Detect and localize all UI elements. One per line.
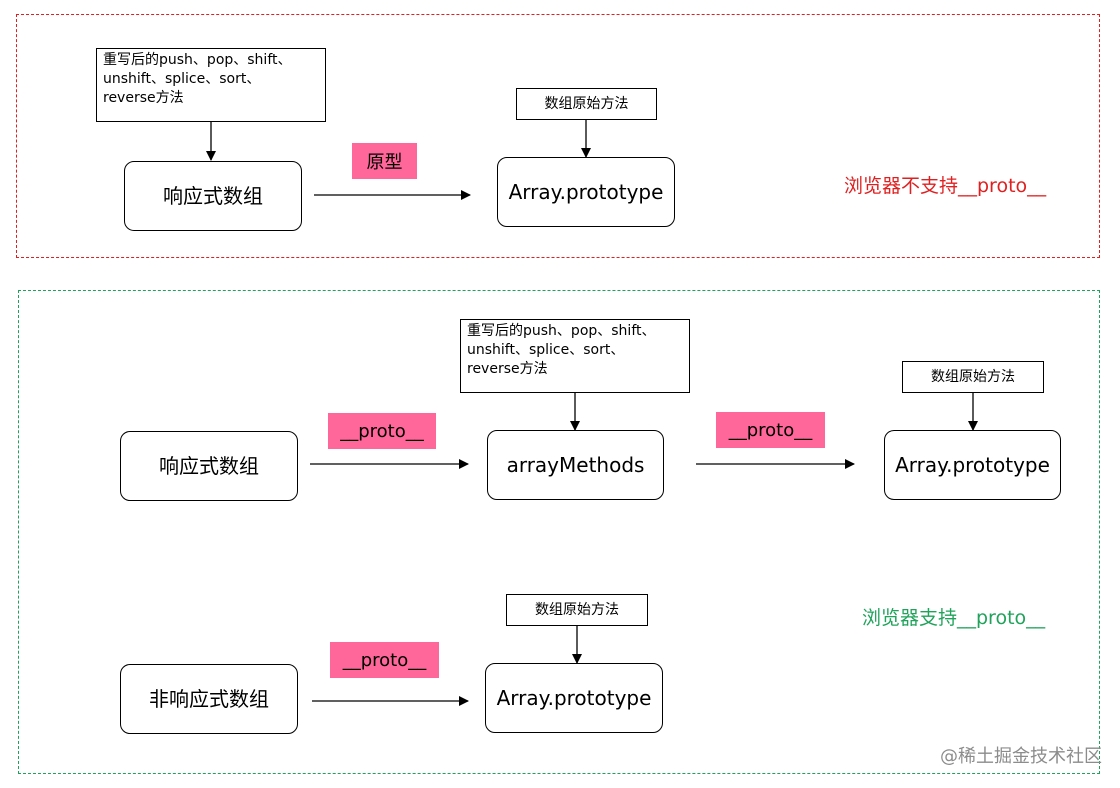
array-methods-node: arrayMethods [487, 430, 664, 500]
supported-proto-caption: 浏览器支持__proto__ [862, 607, 1046, 629]
native-methods-note-right: 数组原始方法 [902, 361, 1044, 393]
array-prototype-node: Array.prototype [497, 157, 675, 227]
reactive-array-node: 响应式数组 [124, 161, 302, 231]
watermark-text: @稀土掘金技术社区 [940, 746, 1102, 767]
overridden-methods-note-bottom: 重写后的push、pop、shift、 unshift、splice、sort、… [460, 319, 690, 393]
array-prototype-node-bottom: Array.prototype [485, 663, 663, 733]
reactive-array-node-bottom: 响应式数组 [120, 431, 298, 501]
supported-proto-region [18, 290, 1100, 774]
unsupported-proto-caption: 浏览器不支持__proto__ [844, 175, 1047, 197]
prototype-edge-label: 原型 [352, 143, 417, 179]
unsupported-proto-region [16, 14, 1100, 258]
native-methods-note: 数组原始方法 [516, 88, 657, 120]
array-prototype-node-right: Array.prototype [884, 430, 1061, 500]
non-reactive-array-node: 非响应式数组 [120, 664, 298, 734]
proto-edge-label-3: __proto__ [330, 642, 439, 678]
native-methods-note-bottom: 数组原始方法 [506, 594, 648, 626]
proto-edge-label-2: __proto__ [716, 412, 825, 448]
proto-edge-label-1: __proto__ [328, 413, 436, 449]
overridden-methods-note: 重写后的push、pop、shift、 unshift、splice、sort、… [96, 48, 326, 122]
